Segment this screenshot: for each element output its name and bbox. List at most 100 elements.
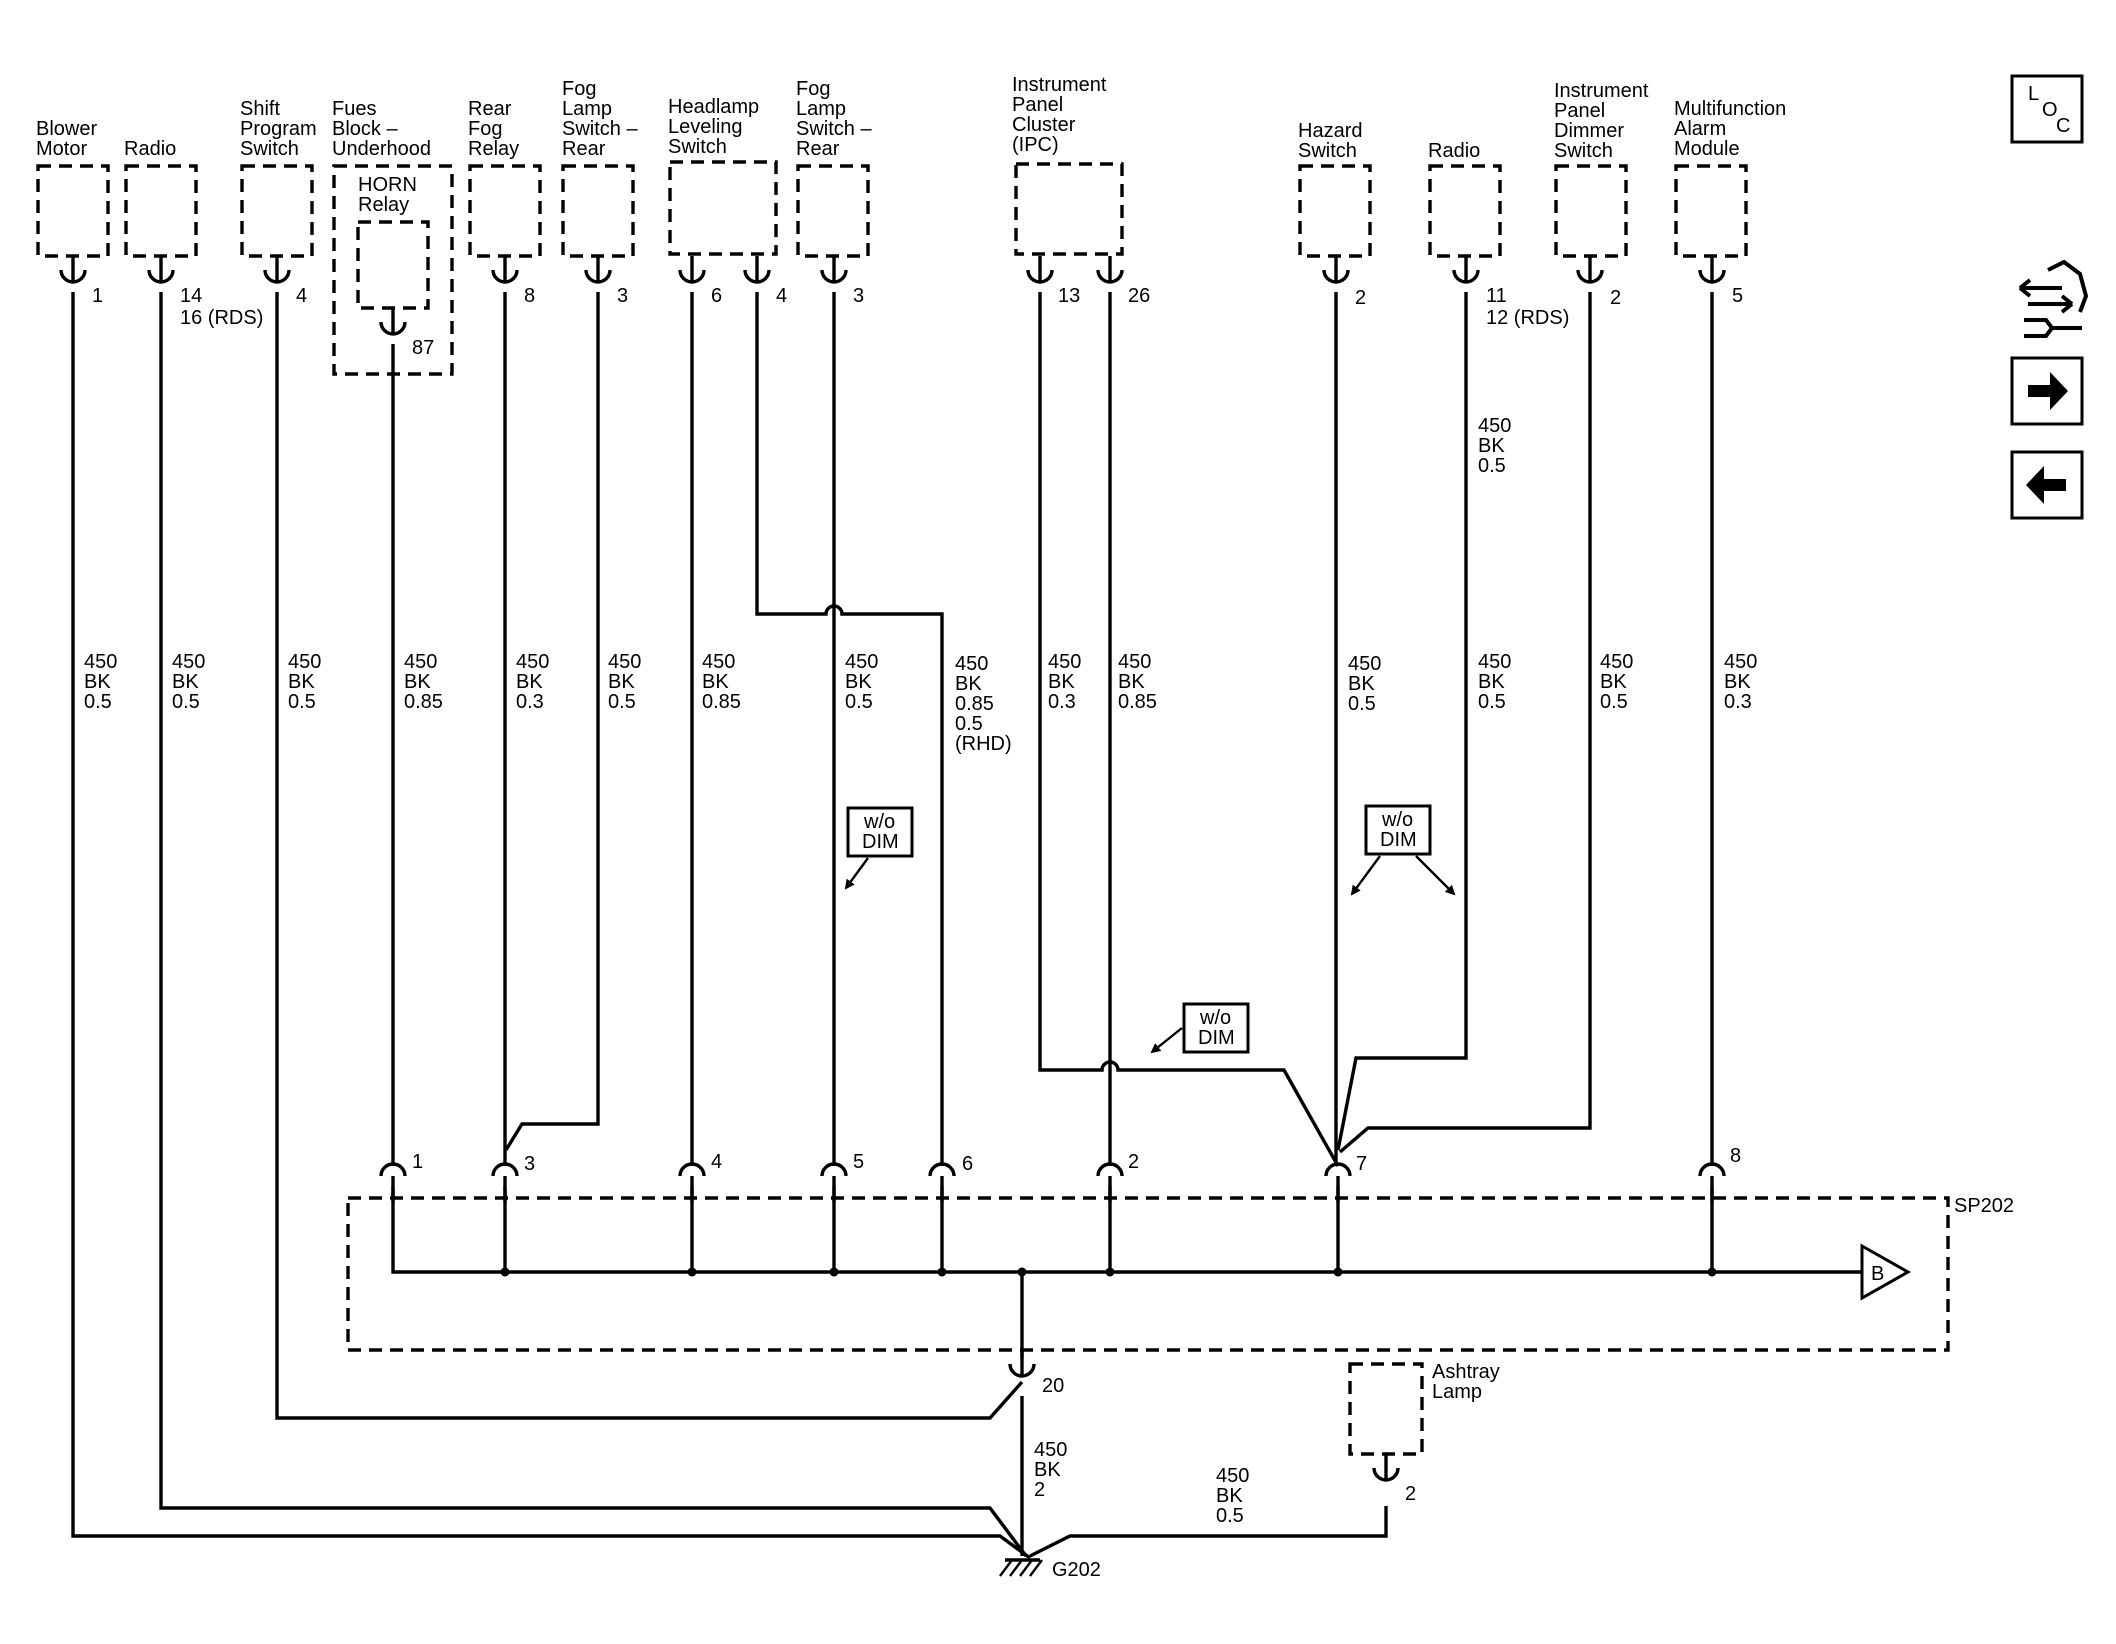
option-note-2-line1: w/o [1381,809,1413,831]
wire-shift-splice [275,292,1024,1420]
loc-letter-l: L [2028,83,2039,105]
pin-headlamp-b: 4 [776,285,787,307]
loc-letter-o: O [2042,99,2058,121]
splice-pin-8: 8 [1730,1145,1741,1167]
option-note-2-line2: DIM [1380,829,1417,851]
wire-dimmer-splice [1338,292,1592,1154]
wire-radioright-splice [1336,292,1468,1151]
pin-dimmer: 2 [1610,287,1621,309]
offpage-connector-b: B [1860,1243,1912,1301]
option-note-2: w/o DIM [1350,804,1456,896]
horn-relay-box [356,220,430,310]
blower-motor-box [36,164,110,258]
nav-panel: L O C [2010,74,2089,520]
next-page-arrow-icon[interactable] [2010,356,2084,426]
pin-ipc-b: 26 [1128,285,1150,307]
ground-label: G202 [1052,1559,1101,1581]
offpage-ref-label: B [1871,1263,1884,1285]
pin-fog-lamp-1: 3 [617,285,628,307]
option-note-1: w/o DIM [844,806,914,890]
rear-fog-relay-box [468,164,542,258]
pin-hazard: 2 [1355,287,1366,309]
radio-left-box [124,164,198,258]
splice-pin-6: 6 [962,1153,973,1175]
splice-pin-20: 20 [1042,1375,1064,1397]
wire-headlamp-b-splice [755,292,944,1166]
option-note-1-line1: w/o [863,811,895,833]
pin-radio-left-rds: 16 (RDS) [180,307,263,329]
pin-ashtray: 2 [1405,1483,1416,1505]
option-note-3: w/o DIM [1150,1002,1250,1054]
splice-pin-4: 4 [711,1151,722,1173]
pin-radio-right-rds: 12 (RDS) [1486,307,1569,329]
radio-left-label: Radio [124,138,176,160]
ashtray-lamp-box [1348,1362,1424,1456]
radio-right-box [1428,164,1502,258]
shift-program-switch-box [240,164,314,258]
splice-bus [391,1186,1862,1274]
option-note-1-line2: DIM [862,831,899,853]
pin-rear-fog: 8 [524,285,535,307]
pin-horn: 87 [412,337,434,359]
wire-foglamp1-splice [504,292,600,1151]
splice-pin-7: 7 [1356,1153,1367,1175]
component-boxes [36,160,1950,1456]
splice-pack-box [346,1196,1950,1352]
previous-page-arrow-icon[interactable] [2010,450,2084,520]
splice-name: SP202 [1954,1195,2014,1217]
pin-headlamp-a: 6 [711,285,722,307]
wire-radio-ground [159,292,1028,1558]
multifunction-alarm-module-box [1674,164,1748,258]
pin-shift: 4 [296,285,307,307]
wires [71,292,1862,1560]
option-note-3-line1: w/o [1199,1007,1231,1029]
wire-ashtray-ground [1029,1506,1388,1558]
instrument-panel-dimmer-switch-box [1554,164,1628,258]
splice-pin-1: 1 [412,1151,423,1173]
pin-radio-right: 11 [1486,285,1507,307]
splice-pin-2: 2 [1128,1151,1139,1173]
pin-radio-left: 14 [180,285,202,307]
connector-symbols [59,256,1726,1482]
pin-fog-lamp-2: 3 [853,285,864,307]
pin-ipc-a: 13 [1058,285,1080,307]
fog-lamp-switch-rear-1-box [561,164,635,258]
fog-lamp-switch-rear-2-box [796,164,870,258]
headlamp-leveling-switch-box [668,160,778,256]
connector-view-icon[interactable] [2018,259,2089,338]
instrument-panel-cluster-box [1014,162,1124,256]
option-notes: w/o DIM w/o DIM w/o DIM [844,804,1456,1054]
loc-letter-c: C [2056,115,2070,137]
location-button[interactable]: L O C [2010,74,2084,144]
pin-alarm: 5 [1732,285,1743,307]
